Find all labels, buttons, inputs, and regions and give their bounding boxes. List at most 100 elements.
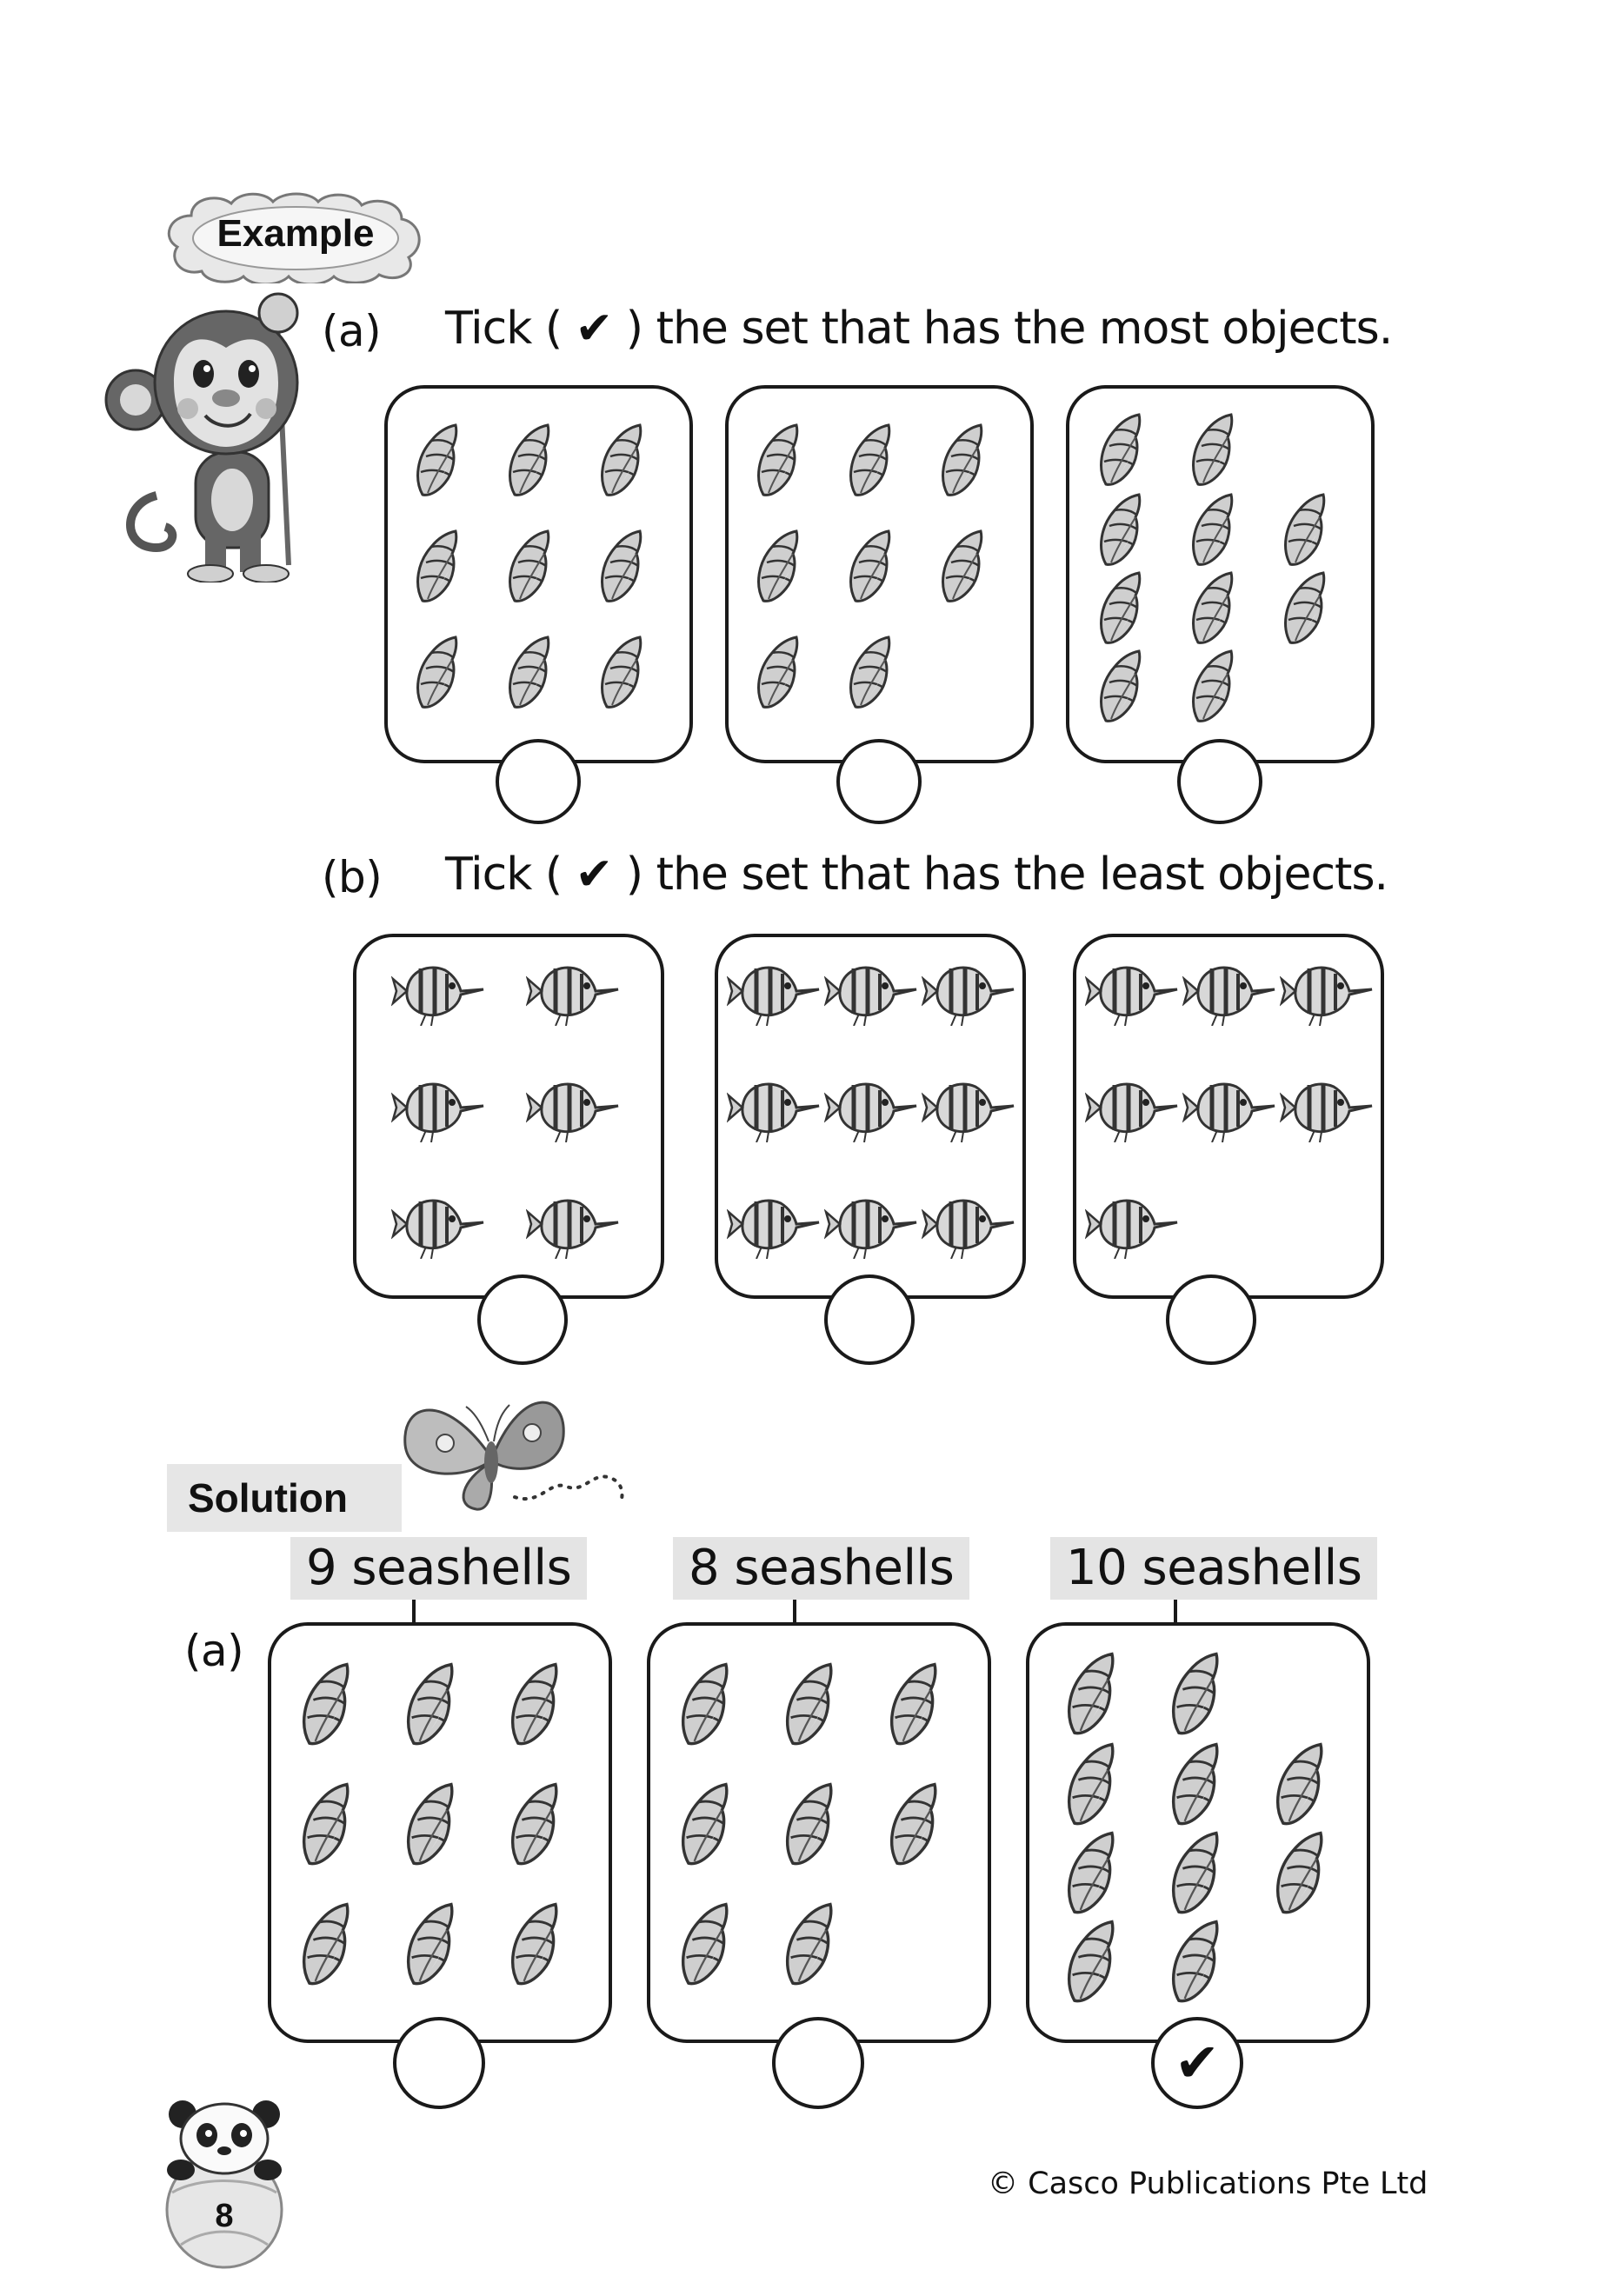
- fish-icon: [391, 1073, 487, 1142]
- solution-label-2: 8 seashells: [673, 1537, 970, 1600]
- solution-label: Solution: [167, 1464, 402, 1532]
- solution-label-3: 10 seashells: [1050, 1537, 1378, 1600]
- seashell-icon: [883, 1660, 942, 1749]
- seashell-icon: [504, 1900, 563, 1989]
- seashell-icon: [1269, 1740, 1328, 1829]
- tick-mark: ✔: [1175, 2031, 1220, 2094]
- page-number: 8: [215, 2198, 234, 2234]
- seashell-icon: [595, 528, 647, 606]
- example-a-answer-circle-3[interactable]: [1177, 739, 1262, 824]
- seashell-icon: [1278, 569, 1330, 648]
- example-a-set-3: [1066, 385, 1375, 763]
- solution-set-2: [647, 1622, 991, 2043]
- example-b-set-3: [1073, 934, 1384, 1299]
- example-a-set-2: [725, 385, 1034, 763]
- seashell-icon: [595, 634, 647, 712]
- seashell-icon: [1186, 569, 1238, 648]
- seashell-icon: [1186, 648, 1238, 726]
- solution-answer-circle-2[interactable]: [772, 2017, 864, 2109]
- seashell-icon: [595, 422, 647, 500]
- fish-icon: [824, 1189, 920, 1259]
- seashell-icon: [1061, 1829, 1120, 1918]
- example-b-set-1: [353, 934, 664, 1299]
- solution-letter: (a): [184, 1626, 244, 1676]
- seashell-icon: [1269, 1829, 1328, 1918]
- butterfly-icon: [403, 1401, 624, 1511]
- seashell-icon: [1186, 411, 1238, 489]
- solution-answer-circle-1[interactable]: [393, 2017, 485, 2109]
- seashell-icon: [751, 634, 803, 712]
- fish-icon: [526, 956, 622, 1026]
- seashell-icon: [843, 634, 896, 712]
- fish-icon: [824, 1073, 920, 1142]
- fish-icon: [1085, 1189, 1181, 1259]
- seashell-icon: [1061, 1650, 1120, 1739]
- fish-icon: [391, 956, 487, 1026]
- question-b-letter: (b): [322, 852, 383, 902]
- fish-icon: [1085, 1073, 1181, 1142]
- question-a-text: Tick ( ✔ ) the set that has the most obj…: [445, 303, 1393, 355]
- seashell-icon: [296, 1660, 355, 1749]
- example-label: Example: [216, 212, 375, 255]
- fish-icon: [824, 956, 920, 1026]
- seashell-icon: [296, 1900, 355, 1989]
- solution-set-1: [268, 1622, 612, 2043]
- seashell-icon: [1165, 1829, 1224, 1918]
- example-b-answer-circle-2[interactable]: [824, 1274, 915, 1365]
- fish-icon: [1182, 1073, 1278, 1142]
- seashell-icon: [843, 528, 896, 606]
- seashell-icon: [400, 1660, 459, 1749]
- seashell-icon: [751, 422, 803, 500]
- solution-answer-circle-3[interactable]: ✔: [1151, 2017, 1243, 2109]
- example-b-answer-circle-3[interactable]: [1166, 1274, 1256, 1365]
- seashell-icon: [1094, 569, 1146, 648]
- solution-label-1: 9 seashells: [290, 1537, 588, 1600]
- fish-icon: [727, 956, 822, 1026]
- fish-icon: [1182, 956, 1278, 1026]
- fish-icon: [1280, 956, 1375, 1026]
- fish-icon: [526, 1189, 622, 1259]
- fish-icon: [526, 1073, 622, 1142]
- seashell-icon: [779, 1780, 838, 1869]
- question-b-text: Tick ( ✔ ) the set that has the least ob…: [445, 849, 1388, 901]
- monkey-icon: [104, 292, 299, 582]
- fish-icon: [1280, 1073, 1375, 1142]
- seashell-icon: [675, 1660, 734, 1749]
- copyright-text: © Casco Publications Pte Ltd: [988, 2166, 1428, 2201]
- seashell-icon: [296, 1780, 355, 1869]
- seashell-icon: [675, 1780, 734, 1869]
- seashell-icon: [779, 1660, 838, 1749]
- seashell-icon: [400, 1780, 459, 1869]
- fish-icon: [1085, 956, 1181, 1026]
- solution-set-3: [1026, 1622, 1370, 2043]
- example-b-answer-circle-1[interactable]: [477, 1274, 568, 1365]
- seashell-icon: [410, 422, 463, 500]
- seashell-icon: [504, 1660, 563, 1749]
- seashell-icon: [1094, 491, 1146, 569]
- fish-icon: [727, 1189, 822, 1259]
- fish-icon: [922, 956, 1017, 1026]
- seashell-icon: [779, 1900, 838, 1989]
- seashell-icon: [410, 528, 463, 606]
- seashell-icon: [935, 422, 988, 500]
- seashell-icon: [1278, 491, 1330, 569]
- question-a-letter: (a): [322, 306, 382, 356]
- seashell-icon: [1061, 1918, 1120, 2007]
- seashell-icon: [410, 634, 463, 712]
- seashell-icon: [675, 1900, 734, 1989]
- seashell-icon: [1094, 648, 1146, 726]
- seashell-icon: [503, 422, 555, 500]
- example-a-answer-circle-1[interactable]: [496, 739, 581, 824]
- seashell-icon: [1165, 1918, 1224, 2007]
- fish-icon: [922, 1073, 1017, 1142]
- seashell-icon: [883, 1780, 942, 1869]
- example-a-answer-circle-2[interactable]: [836, 739, 922, 824]
- seashell-icon: [400, 1900, 459, 1989]
- fish-icon: [922, 1189, 1017, 1259]
- fish-icon: [391, 1189, 487, 1259]
- panda-icon: [165, 2100, 283, 2269]
- cloud-shape: [167, 192, 421, 286]
- seashell-icon: [1094, 411, 1146, 489]
- seashell-icon: [935, 528, 988, 606]
- seashell-icon: [751, 528, 803, 606]
